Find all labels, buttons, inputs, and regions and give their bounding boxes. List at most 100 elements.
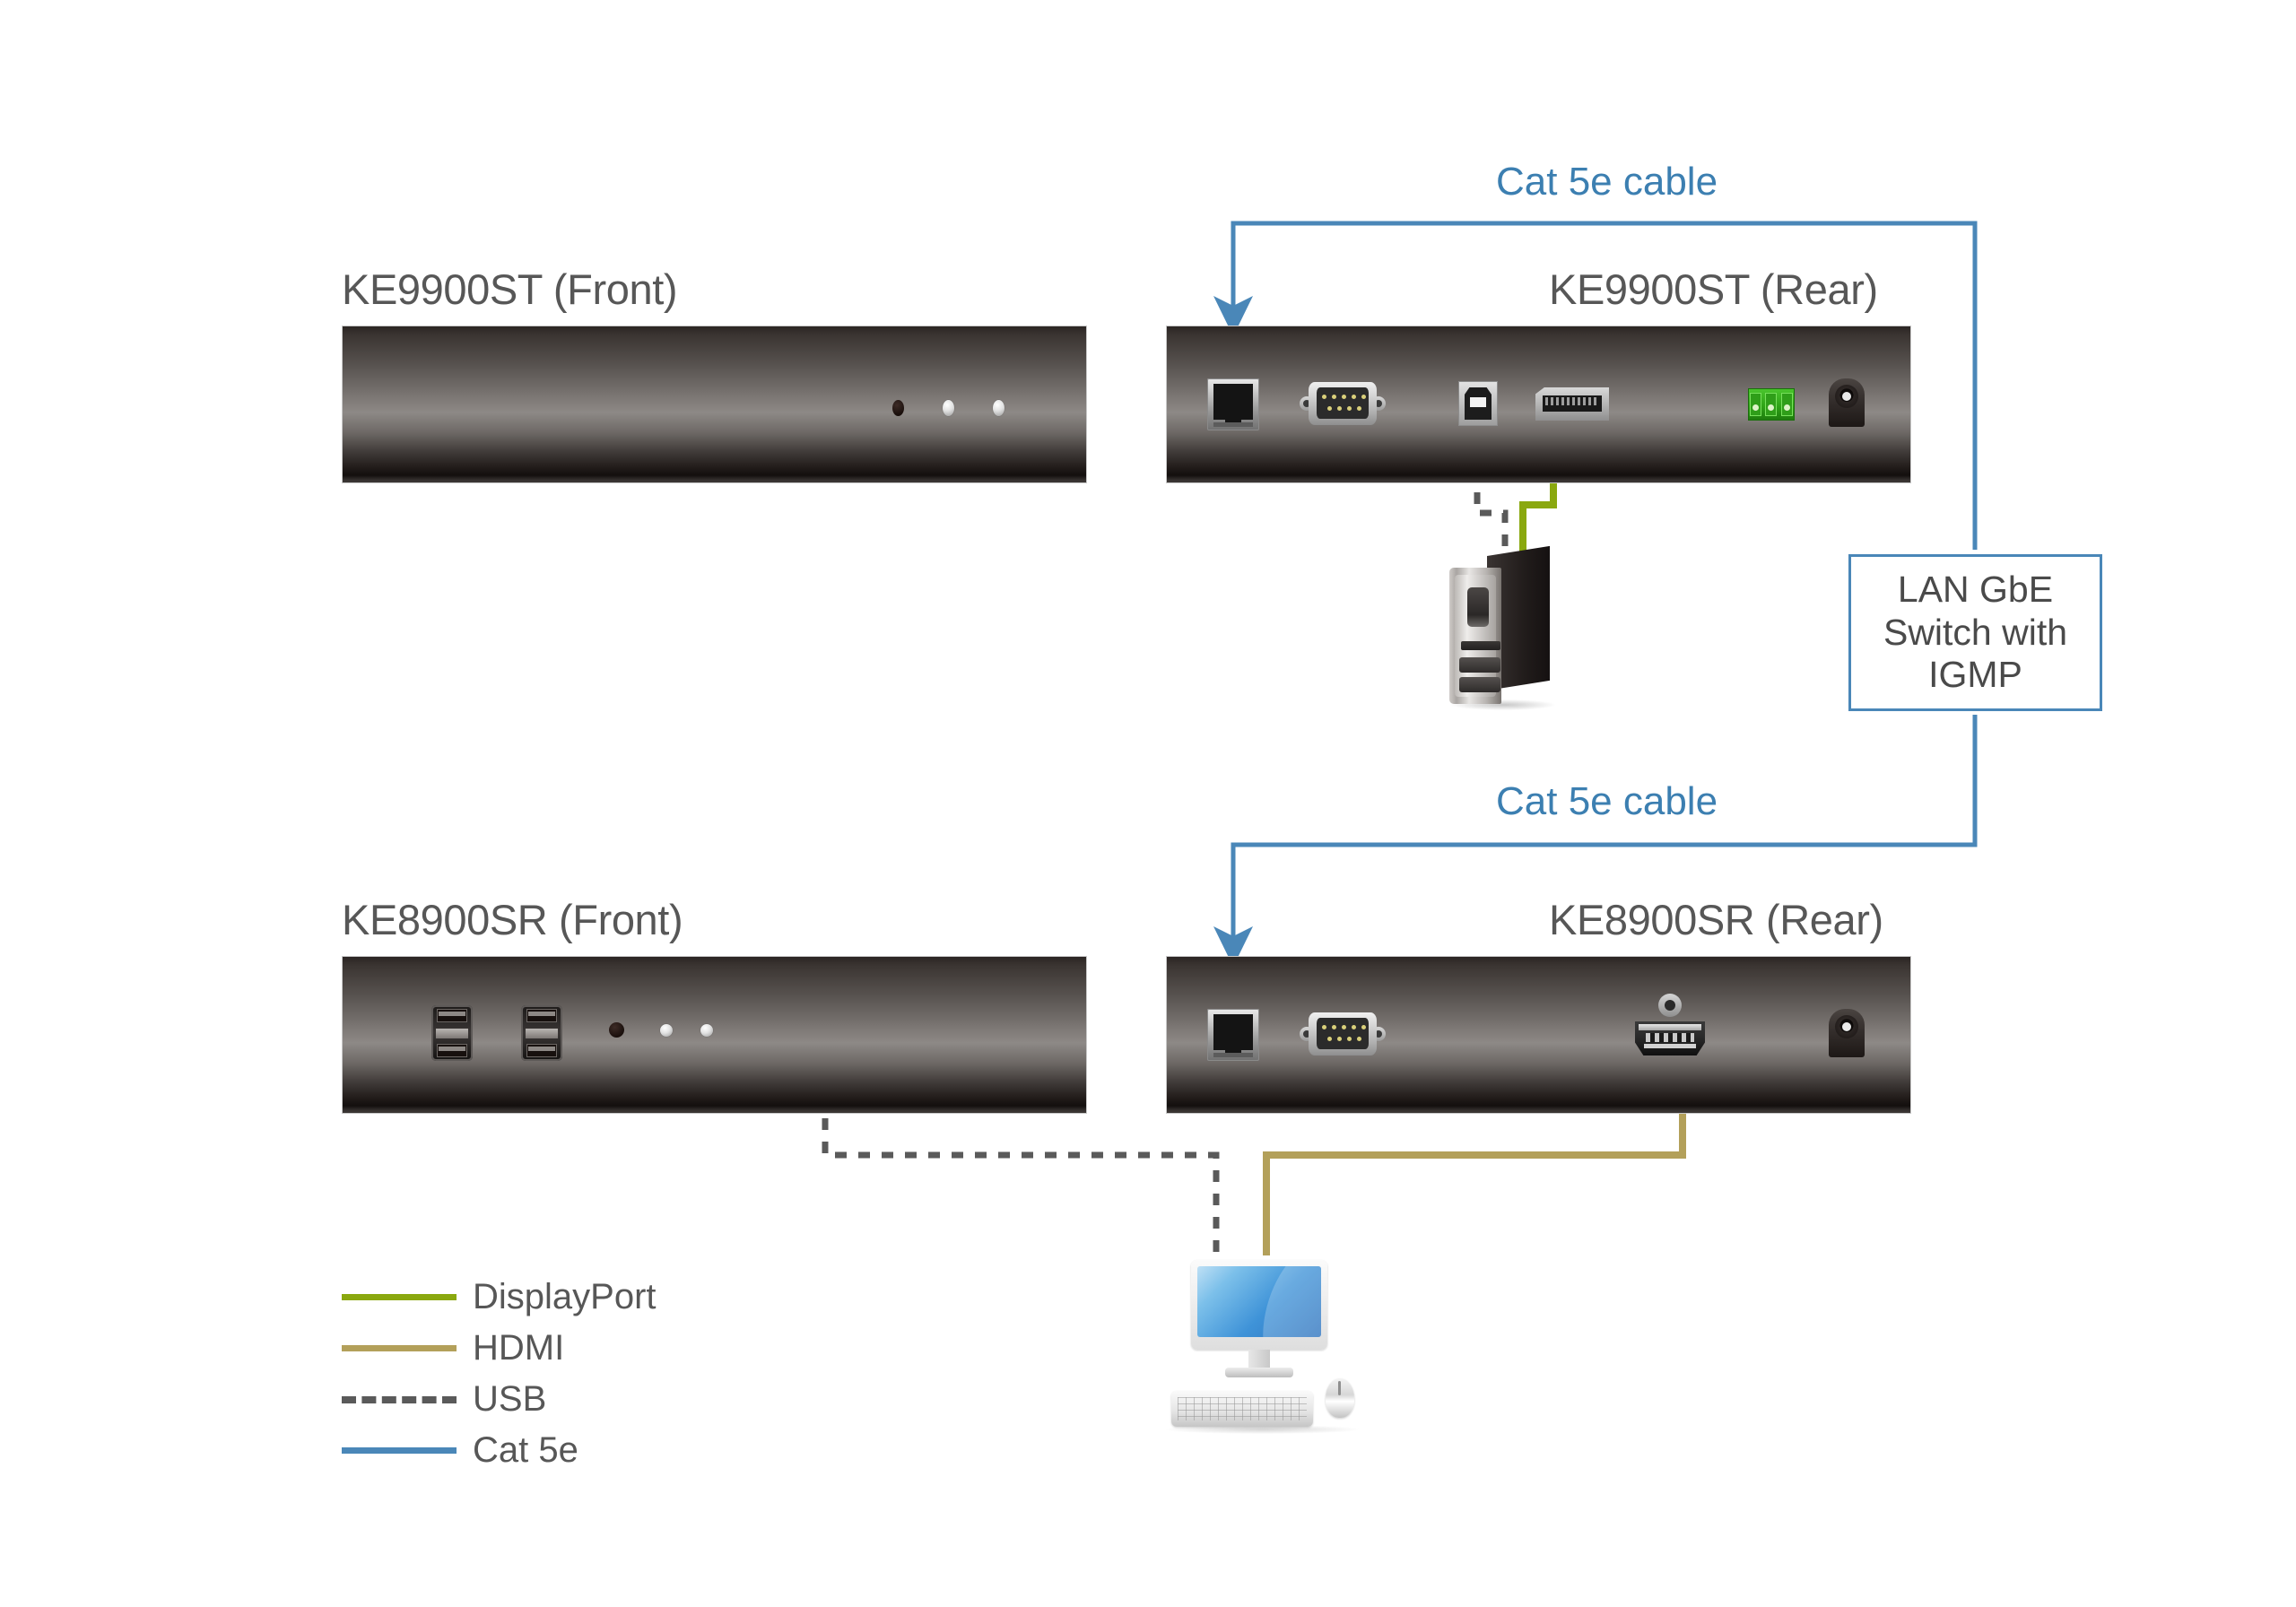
tower-front-ports xyxy=(1461,641,1500,650)
port-db9-serial xyxy=(1300,382,1386,425)
port-hdmi xyxy=(1635,1021,1705,1055)
terminal-screw xyxy=(1750,393,1762,416)
db9-pin xyxy=(1361,1025,1366,1029)
monitor-stand-base xyxy=(1225,1368,1293,1377)
legend-label-cat5e: Cat 5e xyxy=(473,1430,578,1470)
led-power-indicator xyxy=(609,1022,624,1038)
workstation-icon xyxy=(1166,1260,1372,1439)
legend: DisplayPort HDMI USB Cat 5e xyxy=(342,1272,772,1476)
device-title-ke8900sr-rear: KE8900SR (Rear) xyxy=(1549,896,1883,943)
displayport-pins xyxy=(1545,397,1599,405)
tower-front-panel xyxy=(1449,568,1501,704)
mouse-icon xyxy=(1326,1378,1354,1418)
led-link-indicator xyxy=(660,1024,673,1037)
device-title-ke9900st-rear: KE9900ST (Rear) xyxy=(1549,265,1878,313)
power-jack-pin xyxy=(1842,1022,1851,1031)
legend-swatch-usb xyxy=(342,1395,457,1403)
usb-a-divider xyxy=(526,1028,558,1038)
power-jack-pin xyxy=(1842,392,1851,401)
db9-pin xyxy=(1347,406,1352,411)
tower-drive-bay xyxy=(1459,657,1500,673)
monitor-frame xyxy=(1191,1260,1327,1350)
rj45-latch-slot xyxy=(1225,1041,1241,1055)
led-status-indicator xyxy=(993,400,1004,416)
db9-pin xyxy=(1342,395,1346,399)
port-rj45-lan xyxy=(1207,378,1259,430)
cable-label-cat5e-top: Cat 5e cable xyxy=(1496,160,1718,204)
db9-pin xyxy=(1332,395,1336,399)
db9-pin xyxy=(1337,1037,1342,1041)
db9-shell xyxy=(1309,382,1377,425)
legend-item-displayport: DisplayPort xyxy=(342,1272,772,1323)
led-power-indicator xyxy=(892,400,904,416)
db9-pin xyxy=(1322,1025,1326,1029)
usb-a-divider xyxy=(436,1028,468,1038)
legend-swatch-displayport xyxy=(342,1294,457,1300)
keyboard-icon xyxy=(1171,1391,1313,1427)
monitor-screen xyxy=(1197,1266,1321,1337)
legend-item-hdmi: HDMI xyxy=(342,1323,772,1374)
port-usb-a-stack-1 xyxy=(431,1005,473,1061)
monitor-glare xyxy=(1248,1266,1321,1337)
db9-pin xyxy=(1357,1037,1361,1041)
audio-jack-hole xyxy=(1665,1000,1675,1011)
legend-label-displayport: DisplayPort xyxy=(473,1277,657,1316)
db9-pin xyxy=(1327,1037,1332,1041)
db9-pin xyxy=(1342,1025,1346,1029)
led-status-indicator xyxy=(700,1024,713,1037)
hdmi-bar xyxy=(1644,1044,1696,1048)
terminal-screw xyxy=(1765,393,1778,416)
monitor-stand-neck xyxy=(1248,1350,1270,1369)
db9-pin xyxy=(1327,406,1332,411)
tower-optical-drive xyxy=(1467,587,1489,627)
device-ke8900sr-rear-panel xyxy=(1166,956,1911,1114)
db9-pin xyxy=(1352,395,1356,399)
db9-cavity xyxy=(1317,387,1369,419)
desktop-computer-tower-icon xyxy=(1449,545,1557,710)
db9-pin xyxy=(1337,406,1342,411)
hdmi-pins xyxy=(1646,1033,1694,1042)
lan-switch-node: LAN GbE Switch with IGMP xyxy=(1848,554,2102,711)
rj45-base xyxy=(1213,422,1253,427)
port-audio-jack xyxy=(1658,994,1682,1017)
usb-a-slot-upper xyxy=(526,1009,557,1022)
usb-a-slot-upper xyxy=(437,1009,467,1022)
db9-ear-hole xyxy=(1303,1030,1310,1038)
hdmi-lip xyxy=(1639,1024,1701,1030)
device-ke9900st-front-panel xyxy=(342,326,1087,483)
legend-item-usb: USB xyxy=(342,1374,772,1425)
device-ke8900sr-front-panel xyxy=(342,956,1087,1114)
lan-switch-label: LAN GbE Switch with IGMP xyxy=(1883,568,2068,696)
usb-a-slot-lower xyxy=(437,1044,467,1057)
db9-pin xyxy=(1361,395,1366,399)
rj45-latch-slot xyxy=(1225,411,1241,424)
led-link-indicator xyxy=(943,400,954,416)
port-db9-serial xyxy=(1300,1012,1386,1055)
legend-label-usb: USB xyxy=(473,1379,547,1419)
device-title-ke9900st-front: KE9900ST (Front) xyxy=(342,265,678,313)
db9-pin xyxy=(1352,1025,1356,1029)
port-displayport xyxy=(1535,387,1609,421)
legend-swatch-hdmi xyxy=(342,1345,457,1351)
tower-bezel xyxy=(1455,575,1500,697)
usb-a-slot-lower xyxy=(526,1044,557,1057)
port-terminal-block xyxy=(1748,388,1795,421)
port-power-jack xyxy=(1829,1009,1865,1057)
usb-b-tongue xyxy=(1470,397,1486,407)
device-title-ke8900sr-front: KE8900SR (Front) xyxy=(342,896,683,943)
db9-pin xyxy=(1347,1037,1352,1041)
port-usb-type-b xyxy=(1458,381,1498,426)
keyboard-keys xyxy=(1178,1397,1307,1420)
workstation-shadow xyxy=(1166,1425,1359,1434)
db9-ear-hole xyxy=(1375,400,1382,407)
legend-swatch-cat5e xyxy=(342,1447,457,1454)
legend-item-cat5e: Cat 5e xyxy=(342,1425,772,1476)
cable-label-cat5e-bottom: Cat 5e cable xyxy=(1496,779,1718,823)
terminal-screw xyxy=(1780,393,1793,416)
port-power-jack xyxy=(1829,378,1865,427)
rj45-base xyxy=(1213,1053,1253,1057)
device-ke9900st-rear-panel xyxy=(1166,326,1911,483)
db9-ear-hole xyxy=(1303,400,1310,407)
db9-pin xyxy=(1357,406,1361,411)
